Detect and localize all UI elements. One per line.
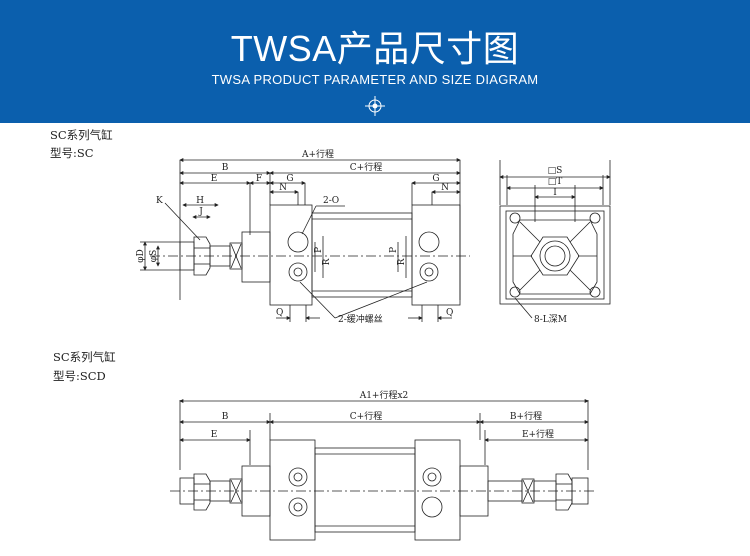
sc-end-view [499,160,611,319]
dim-e-stroke: E+行程 [522,428,554,440]
sc-series-label: SC系列气缸 [50,128,113,142]
dim-a-stroke: A+行程 [301,148,334,160]
dim-i: I [553,188,557,198]
dim-q-left: Q [276,308,283,318]
scd-model-label: 型号:SCD [53,369,106,383]
dim-a1: A1+行程x2 [359,389,409,401]
page-subtitle: TWSA PRODUCT PARAMETER AND SIZE DIAGRAM [211,72,539,87]
dim-f: F [256,174,262,184]
scd-side-view-labels: A1+行程x2 B C+行程 B+行程 E E+行程 [211,389,554,440]
dim-b: B [222,163,229,173]
dim-q-right: Q [446,308,453,318]
dim-k: K [156,196,163,206]
dim-e-left: E [211,430,218,440]
dim-d1: φD [136,249,146,263]
dim-r-left: R [322,258,332,265]
sc-model-label: 型号:SC [50,146,94,160]
dim-d2: φS [149,250,159,262]
dim-port: 2-O [323,196,339,206]
dim-r-right: R [397,258,407,265]
dim-p-left: P [314,247,324,253]
dim-t: □T [548,177,563,187]
dim-g-right: G [432,174,439,184]
page-title: TWSA产品尺寸图 [230,28,520,69]
dim-g-left: G [286,174,293,184]
dim-thread: 8-L深M [534,314,567,325]
sc-side-view-labels: A+行程 B C+行程 E F G G N N K H J 2-O φD φS … [136,148,453,325]
dim-s: □S [548,166,563,176]
header-banner: TWSA产品尺寸图 TWSA PRODUCT PARAMETER AND SIZ… [0,0,750,123]
scd-side-view [170,399,596,541]
scd-series-label: SC系列气缸 [53,350,116,364]
dim-n-left: N [279,183,287,193]
crosshair-emblem-icon [365,96,385,116]
dim-buffer-screw: 2-缓冲螺丝 [338,313,383,325]
dim-b-stroke: B+行程 [510,410,542,422]
dim-c-stroke-scd: C+行程 [350,410,382,422]
sc-side-view [140,158,470,322]
dim-j: J [198,207,203,217]
dim-n-right: N [441,183,449,193]
dim-c-stroke: C+行程 [350,161,382,173]
sc-end-view-labels: □S □T I 8-L深M [534,166,567,325]
dim-b-left: B [222,412,229,422]
dim-e: E [211,174,218,184]
dim-h: H [196,196,204,206]
dim-p-right: P [389,247,399,253]
